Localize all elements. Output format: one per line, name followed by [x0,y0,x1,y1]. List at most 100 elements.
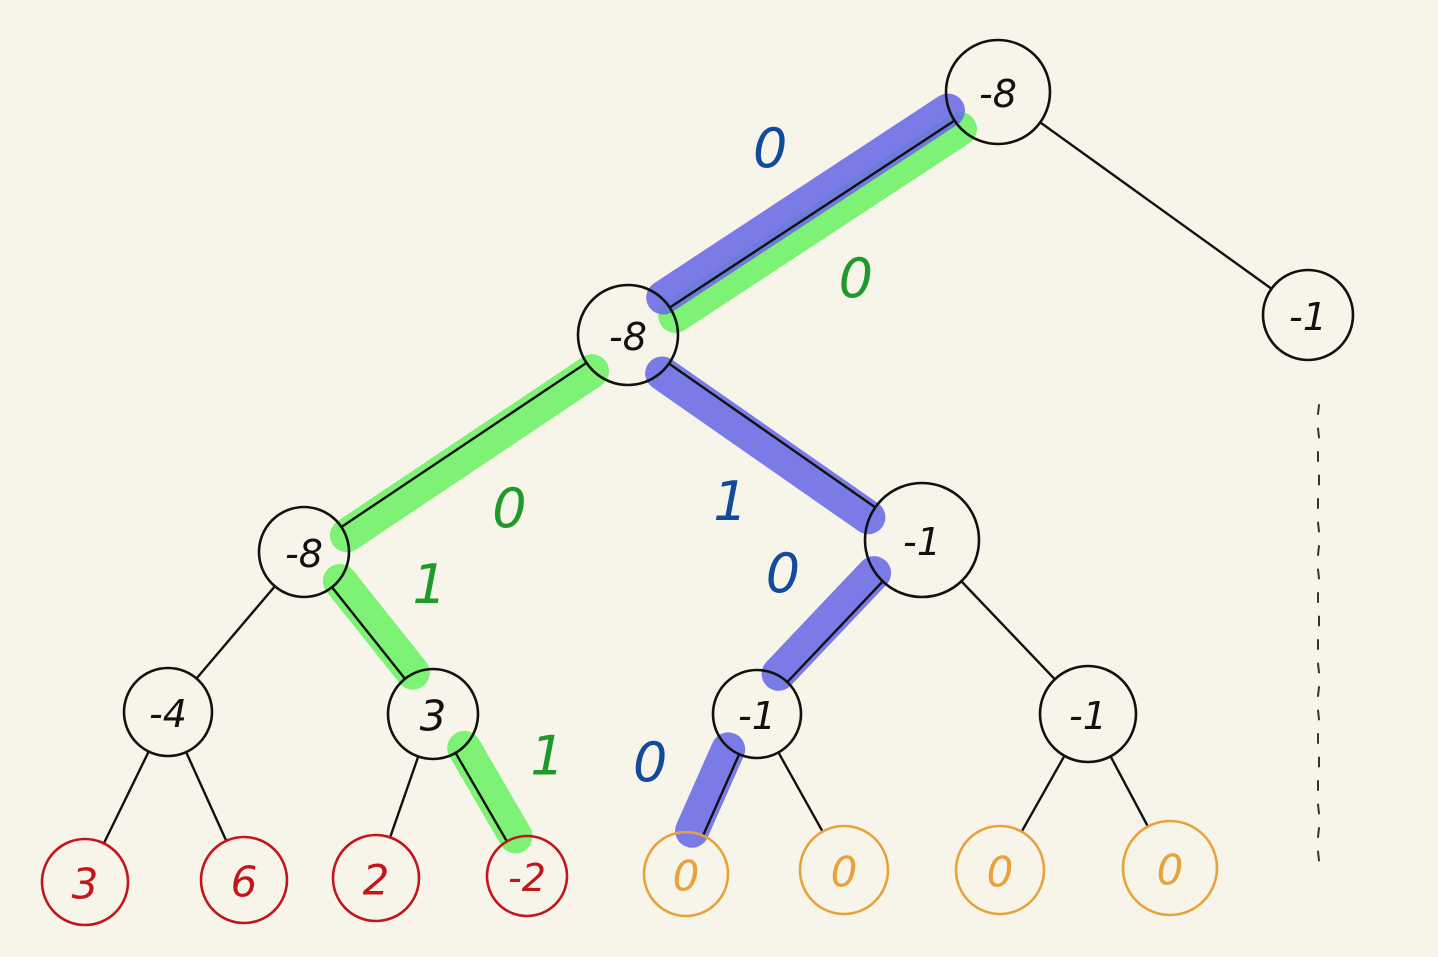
blue-path-label-2: 1 [713,470,747,533]
node-circle [1261,268,1355,362]
node-circle [485,834,569,918]
tree-node-n_lr: -1 [863,481,981,599]
continuation-dot [1317,427,1320,439]
blue-path-label-1: 0 [753,117,787,180]
green-path-label-2: 0 [492,477,526,540]
blue-path-label-4: 0 [633,731,667,794]
node-value: 0 [673,852,700,901]
edge-n_l-n_ll [340,361,588,529]
node-value: -1 [903,520,941,564]
node-value: -8 [285,532,323,576]
node-value: -1 [1289,295,1327,339]
node-value: 0 [987,848,1014,897]
node-value: 2 [363,856,390,905]
node-circle [711,668,803,760]
edge-n_lll-leaf1 [102,750,150,845]
node-circle [199,835,289,925]
node-circle [576,283,680,387]
node-circle [257,505,351,599]
edge-n_l-n_lr [667,362,877,509]
node-value: 0 [1157,846,1184,895]
continuation-dot [1317,545,1320,556]
node-circle [1038,664,1138,764]
node-circle [944,38,1052,146]
continuation-dots [1317,404,1320,862]
node-value: -1 [1069,694,1107,738]
tree-nodes: -8 -8 -1 -8 -1 -4 3 -1 -1 3 6 2 -2 0 0 0 0 [40,38,1355,927]
continuation-dot [1317,568,1320,580]
edge-n_lr-n_lrr [960,580,1057,681]
continuation-dot [1317,404,1320,415]
leaf-node-leaf4: -2 [485,834,569,918]
tree-node-root: -8 [944,38,1052,146]
leaf-node-leaf1: 3 [40,837,130,927]
blue-path-segment-1 [646,93,965,315]
tree-edges [102,119,1273,845]
edge-n_lrl-leaf6 [777,751,824,833]
tree-node-n_lrl: -1 [711,668,803,760]
continuation-dot [1317,827,1320,838]
node-circle [1121,819,1219,917]
node-value: 6 [231,858,258,907]
green-path-label-3: 1 [412,553,446,616]
edge-n_llr-leaf4 [454,751,509,843]
node-value: 3 [72,860,99,909]
node-value: -4 [149,692,187,736]
green-path-label-1: 0 [839,247,873,310]
continuation-dot [1317,709,1320,721]
leaf-node-leaf3: 2 [331,833,421,923]
node-value: -2 [508,856,546,900]
leaf-node-leaf8: 0 [1121,819,1219,917]
leaf-node-leaf7: 0 [954,824,1046,916]
highlight-paths [322,93,978,854]
blue-path-segment-3 [761,556,892,691]
tree-node-n_l: -8 [576,283,680,387]
node-circle [954,824,1046,916]
tree-node-n_llr: 3 [386,667,480,761]
continuation-dot [1317,686,1320,697]
node-circle [331,833,421,923]
node-circle [863,481,981,599]
edge-n_ll-n_llr [330,586,407,680]
leaf-node-leaf6: 0 [798,824,890,916]
continuation-dot [1317,850,1320,862]
edge-n_llr-leaf3 [388,755,420,839]
green-path-segment-2 [329,354,610,553]
node-circle [798,824,890,916]
node-value: 0 [831,848,858,897]
node-circle [40,837,130,927]
green-path-segment-1 [658,111,978,333]
tree-node-n_ll: -8 [257,505,351,599]
green-path-segment-4 [447,730,533,854]
node-circle [122,666,214,758]
green-path-segment-3 [322,563,430,690]
node-value: -8 [609,315,647,359]
edge-root-n_r [1039,121,1273,290]
leaf-node-leaf2: 6 [199,835,289,925]
node-circle [642,830,730,918]
node-value: 3 [420,692,447,741]
tree-node-n_lll: -4 [122,666,214,758]
continuation-dot [1317,662,1320,674]
edge-n_lrr-leaf8 [1109,755,1150,828]
edge-n_ll-n_lll [195,585,277,680]
continuation-dot [1317,803,1320,815]
node-circle [386,667,480,761]
edge-n_lr-n_lrl [786,580,884,684]
green-path-label-4: 1 [530,724,564,787]
node-value: -1 [738,694,776,738]
blue-path-segment-2 [645,356,886,535]
continuation-dot [1317,521,1320,533]
blue-path-label-3: 0 [766,542,800,605]
tree-node-n_lrr: -1 [1038,664,1138,764]
edge-root-n_l [668,119,956,309]
edge-n_lrl-leaf5 [701,753,741,837]
node-value: -8 [979,72,1017,116]
edge-n_lll-leaf2 [184,750,228,843]
blue-path-segment-4 [675,732,746,848]
leaf-node-leaf5: 0 [642,830,730,918]
tree-node-n_r: -1 [1261,268,1355,362]
edge-n_lrr-leaf7 [1020,754,1066,833]
